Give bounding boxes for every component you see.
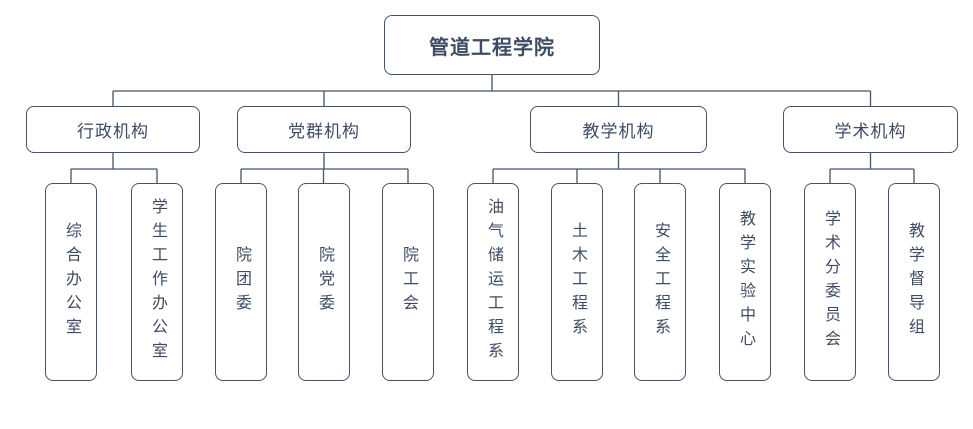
org-node-administrative-orgs: 行政机构 bbox=[26, 106, 200, 153]
org-node-civil-engineering-dept: 土木工程系 bbox=[551, 183, 603, 381]
org-node-student-affairs-office: 学生工作办公室 bbox=[131, 183, 183, 381]
org-node-label: 管道工程学院 bbox=[429, 36, 555, 59]
org-node-label: 安全工程系 bbox=[652, 222, 669, 342]
org-node-academic-orgs: 学术机构 bbox=[783, 106, 958, 153]
org-node-label: 学术机构 bbox=[834, 122, 907, 141]
org-node-oil-gas-storage-dept: 油气储运工程系 bbox=[467, 183, 519, 381]
org-node-teaching-supervision-group: 教学督导组 bbox=[888, 183, 940, 381]
org-node-label: 土木工程系 bbox=[569, 222, 586, 342]
org-node-academic-subcommittee: 学术分委员会 bbox=[804, 183, 856, 381]
org-node-general-office: 综合办公室 bbox=[45, 183, 97, 381]
org-node-label: 教学督导组 bbox=[906, 222, 923, 342]
org-node-label: 行政机构 bbox=[77, 122, 149, 141]
org-node-teaching-orgs: 教学机构 bbox=[530, 106, 707, 153]
org-node-label: 院工会 bbox=[400, 246, 417, 318]
org-node-youth-league-committee: 院团委 bbox=[215, 183, 267, 381]
org-node-label: 油气储运工程系 bbox=[485, 198, 502, 366]
org-node-safety-engineering-dept: 安全工程系 bbox=[634, 183, 686, 381]
org-node-college-root: 管道工程学院 bbox=[384, 15, 600, 75]
org-node-label: 学术分委员会 bbox=[822, 210, 839, 354]
org-node-label: 党群机构 bbox=[288, 122, 360, 141]
org-node-teaching-experiment-center: 教学实验中心 bbox=[719, 183, 771, 381]
org-node-label: 院党委 bbox=[316, 246, 333, 318]
org-node-party-committee: 院党委 bbox=[298, 183, 350, 381]
org-node-label: 教学实验中心 bbox=[737, 210, 754, 354]
org-node-party-orgs: 党群机构 bbox=[237, 106, 411, 153]
org-node-labor-union: 院工会 bbox=[382, 183, 434, 381]
org-node-label: 院团委 bbox=[233, 246, 250, 318]
org-node-label: 教学机构 bbox=[582, 122, 655, 141]
org-node-label: 综合办公室 bbox=[63, 222, 80, 342]
org-node-label: 学生工作办公室 bbox=[149, 198, 166, 366]
